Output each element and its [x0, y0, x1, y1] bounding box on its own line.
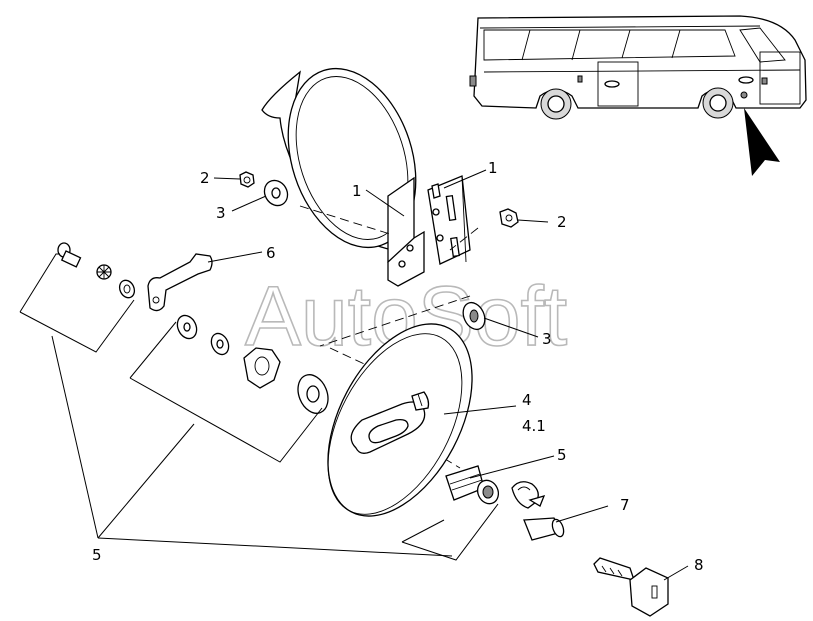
- key: [593, 557, 669, 617]
- bolt-assembly: [57, 242, 136, 299]
- nut-top-left: [239, 171, 255, 188]
- callout-4: 4: [522, 391, 532, 409]
- bus-illustration: [469, 15, 807, 120]
- callout-3-left: 3: [216, 204, 226, 222]
- callout-2-left: 2: [200, 169, 210, 187]
- callout-4-1: 4.1: [522, 417, 546, 435]
- callout-1-right: 1: [488, 159, 498, 177]
- hinge-bracket: [387, 175, 471, 287]
- callout-2-right: 2: [557, 213, 567, 231]
- cover-plate: [327, 323, 473, 517]
- callout-8: 8: [694, 556, 704, 574]
- hex-nut: [243, 347, 281, 389]
- callout-6: 6: [266, 244, 276, 262]
- callout-1-left: 1: [352, 182, 362, 200]
- retaining-clip: [511, 481, 546, 509]
- bracket-6: [147, 253, 213, 312]
- lock-cylinder: [445, 465, 500, 505]
- callout-3-right: 3: [542, 330, 552, 348]
- lock-pin: [523, 517, 565, 541]
- callout-7: 7: [620, 496, 630, 514]
- callout-5-bottom: 5: [92, 546, 102, 564]
- callout-5-right: 5: [557, 446, 567, 464]
- leader-lines: [19, 169, 689, 581]
- location-arrow: [744, 108, 780, 176]
- nut-right: [499, 208, 519, 228]
